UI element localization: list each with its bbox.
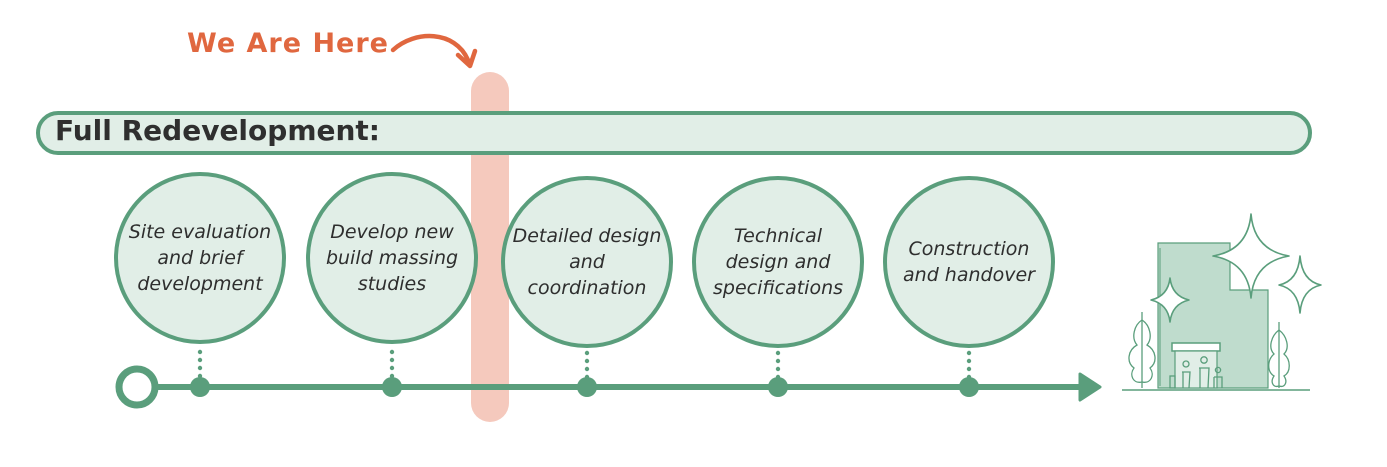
stage-circle-2: Develop new build massing studies — [306, 172, 478, 344]
timeline-node-4 — [768, 377, 788, 397]
timeline-arrowhead-icon — [1078, 372, 1102, 402]
we-are-here-bar — [471, 72, 509, 422]
stage-circle-1: Site evaluation and brief development — [114, 172, 286, 344]
we-are-here-arrow-icon — [390, 33, 478, 69]
connector-1 — [197, 349, 203, 379]
stage-connectors — [197, 349, 972, 380]
banner-pill — [36, 111, 1312, 155]
connector-3 — [584, 350, 590, 380]
timeline-nodes — [190, 377, 979, 397]
stage-label-5: Construction and handover — [903, 238, 1035, 286]
timeline-node-2 — [382, 377, 402, 397]
timeline-node-1 — [190, 377, 210, 397]
stage-circle-4: Technical design and specifications — [692, 176, 864, 348]
stage-circle-5: Construction and handover — [883, 176, 1055, 348]
timeline-node-5 — [959, 377, 979, 397]
building-illustration-icon — [1122, 213, 1322, 391]
stage-label-2: Develop new build massing studies — [325, 221, 459, 295]
banner-title: Full Redevelopment: — [55, 114, 380, 147]
connector-5 — [966, 350, 972, 380]
connector-4 — [775, 350, 781, 380]
stage-label-1: Site evaluation and brief development — [128, 221, 272, 295]
stage-label-3: Detailed design and coordination — [512, 225, 662, 299]
stage-label-4: Technical design and specifications — [712, 225, 844, 299]
connector-2 — [389, 349, 395, 379]
timeline-start-ring — [115, 365, 159, 409]
stage-circle-3: Detailed design and coordination — [501, 176, 673, 348]
we-are-here-label: We Are Here — [187, 28, 389, 59]
timeline-node-3 — [577, 377, 597, 397]
